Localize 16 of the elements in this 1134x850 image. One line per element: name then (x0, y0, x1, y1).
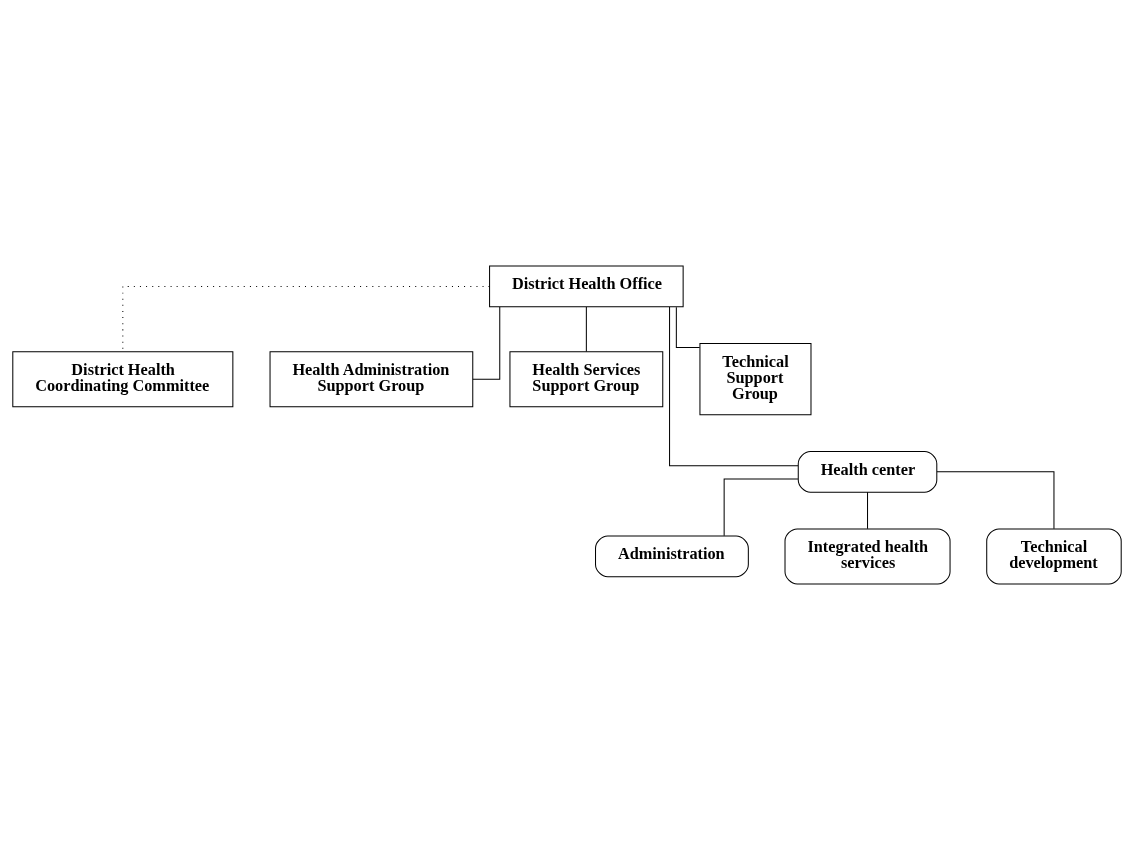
node-box: Integrated health services (784, 528, 951, 585)
connector (867, 491, 869, 530)
node-box: District Health Office (489, 265, 684, 308)
connector (669, 306, 799, 467)
node-box: Health center (797, 451, 938, 493)
connector (936, 471, 1055, 530)
node-box: Health Services Support Group (509, 351, 664, 408)
connector (472, 306, 501, 380)
connector (585, 306, 587, 353)
node-box: Technical Support Group (699, 343, 812, 416)
node-box: District Health Coordinating Committee (12, 351, 234, 408)
node-box: Administration (595, 535, 749, 578)
node-box: Health Administration Support Group (269, 351, 474, 408)
node-box: Technical development (986, 528, 1122, 585)
connector (723, 478, 799, 537)
connector (675, 306, 701, 349)
